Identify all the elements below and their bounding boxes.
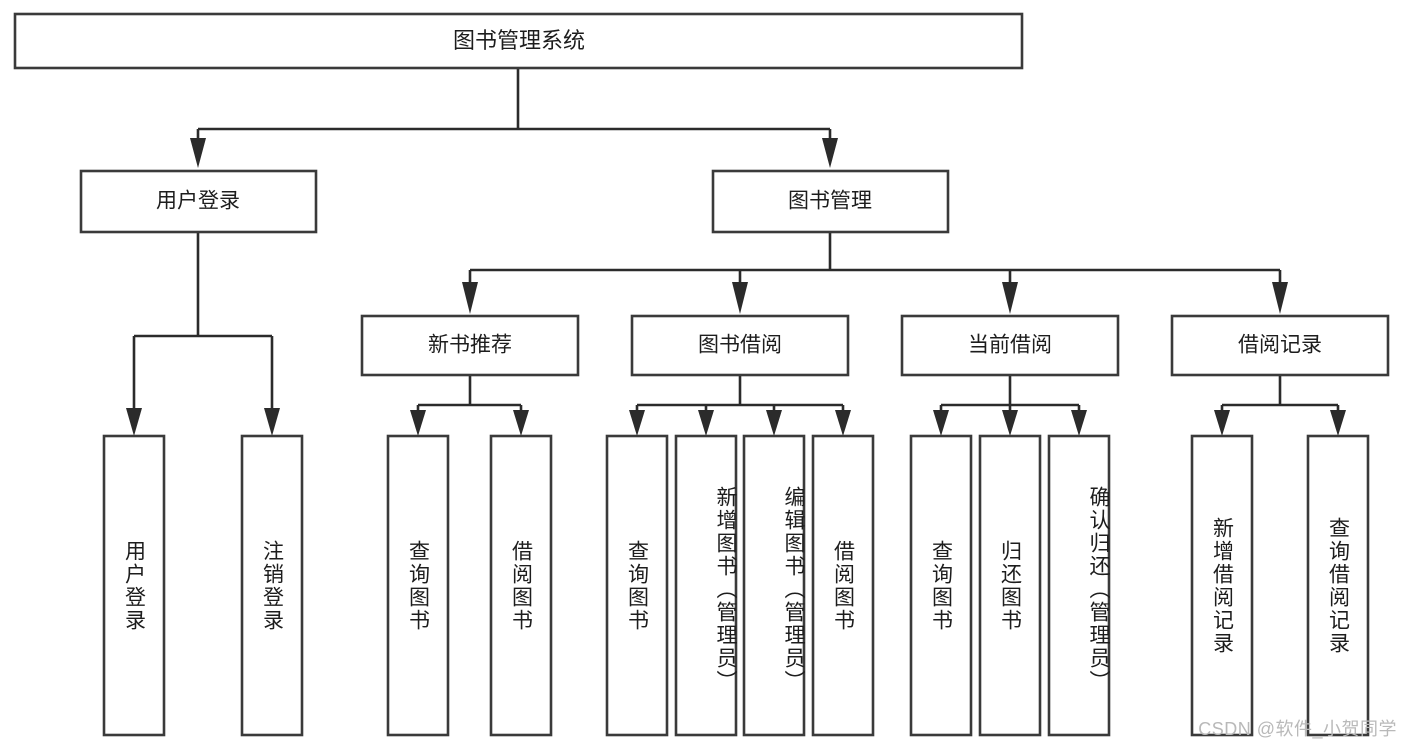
arrow-head-current-borrow xyxy=(1002,282,1018,314)
node-borrow-record-label: 借阅记录 xyxy=(1238,334,1322,357)
arrow-head-record-leaf-1 xyxy=(1214,410,1230,436)
arrow-head-current-leaf-1 xyxy=(933,410,949,436)
arrow-head-borrow-leaf-2 xyxy=(698,410,714,436)
node-book-borrow-box[interactable] xyxy=(630,314,850,377)
leaf-box-borrow-edit-book[interactable] xyxy=(742,434,806,737)
leaf-box-current-confirm-return[interactable] xyxy=(1047,434,1111,737)
arrow-head-user-login xyxy=(190,138,206,168)
arrow-head-current-leaf-2 xyxy=(1002,410,1018,436)
connector-layer xyxy=(126,68,1346,436)
arrow-head-new-book-recommend xyxy=(462,282,478,314)
node-book-manage-label: 图书管理 xyxy=(788,190,872,213)
node-layer: 图书管理系统 用户登录 图书管理 新书推荐 图书借阅 当前借阅 借阅记录 xyxy=(13,12,1390,737)
leaf-box-logout[interactable] xyxy=(240,434,304,737)
leaf-box-borrow-borrow-book[interactable] xyxy=(811,434,875,737)
node-new-book-recommend-label: 新书推荐 xyxy=(428,334,512,357)
arrow-head-borrow-leaf-4 xyxy=(835,410,851,436)
node-book-borrow-label: 图书借阅 xyxy=(698,334,782,357)
node-current-borrow-label: 当前借阅 xyxy=(968,334,1052,357)
leaf-box-recommend-query-book[interactable] xyxy=(386,434,450,737)
arrow-head-book-manage xyxy=(822,138,838,168)
node-root-label: 图书管理系统 xyxy=(453,28,585,53)
node-user-login-box[interactable] xyxy=(79,169,318,234)
leaf-box-user-login[interactable] xyxy=(102,434,166,737)
node-root-box[interactable] xyxy=(13,12,1024,70)
arrow-head-leaf-user-login xyxy=(126,408,142,436)
leaf-box-record-query[interactable] xyxy=(1306,434,1370,737)
arrow-head-borrow-leaf-3 xyxy=(766,410,782,436)
node-book-manage-box[interactable] xyxy=(711,169,950,234)
arrow-head-recommend-leaf-1 xyxy=(410,410,426,436)
leaf-box-current-return-book[interactable] xyxy=(978,434,1042,737)
node-borrow-record-box[interactable] xyxy=(1170,314,1390,377)
arrow-head-borrow-leaf-1 xyxy=(629,410,645,436)
node-current-borrow-box[interactable] xyxy=(900,314,1120,377)
arrow-head-book-borrow xyxy=(732,282,748,314)
arrow-head-recommend-leaf-2 xyxy=(513,410,529,436)
leaf-box-current-query-book[interactable] xyxy=(909,434,973,737)
leaf-box-borrow-add-book[interactable] xyxy=(674,434,738,737)
leaf-box-borrow-query-book[interactable] xyxy=(605,434,669,737)
arrow-head-borrow-record xyxy=(1272,282,1288,314)
node-user-login-label: 用户登录 xyxy=(156,190,240,213)
arrow-head-record-leaf-2 xyxy=(1330,410,1346,436)
arrow-head-leaf-logout xyxy=(264,408,280,436)
leaf-box-record-add[interactable] xyxy=(1190,434,1254,737)
leaf-box-recommend-borrow-book[interactable] xyxy=(489,434,553,737)
node-new-book-recommend-box[interactable] xyxy=(360,314,580,377)
arrow-head-current-leaf-3 xyxy=(1071,410,1087,436)
watermark-text: CSDN @软件_小贺同学 xyxy=(1198,719,1397,739)
